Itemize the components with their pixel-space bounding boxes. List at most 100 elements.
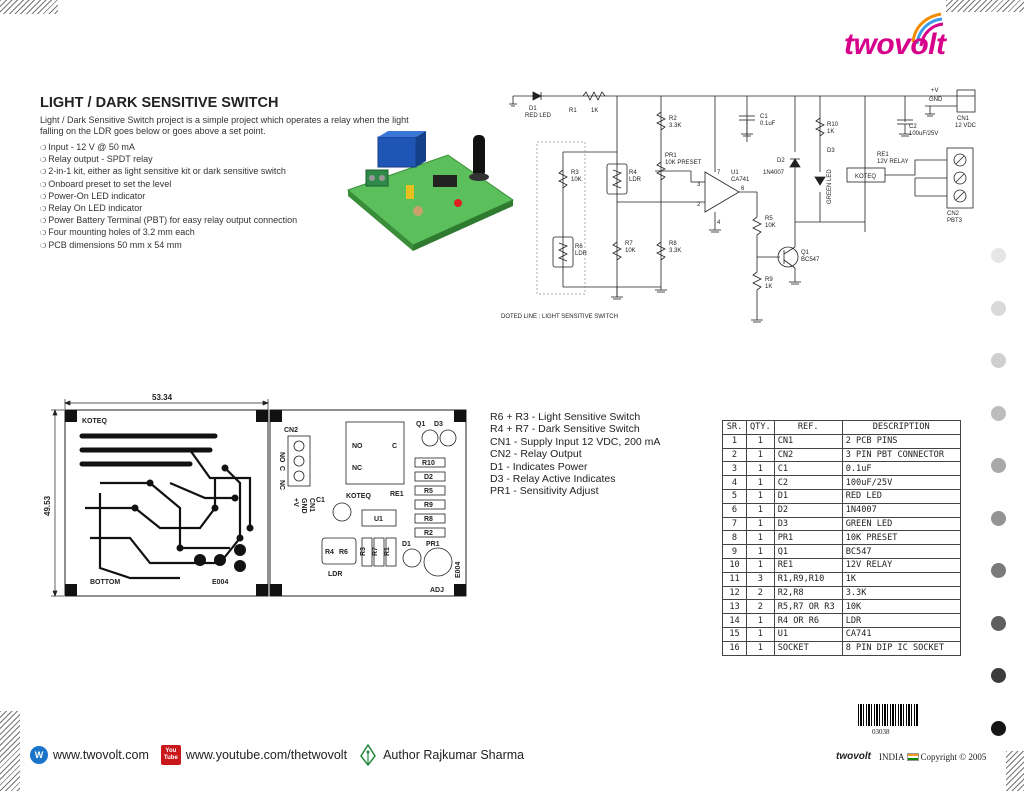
note-item: D3 - Relay Active Indicates bbox=[490, 473, 616, 486]
cell-sr: 15 bbox=[722, 626, 747, 642]
cell-ref: R1,R9,R10 bbox=[773, 571, 843, 587]
label-r2-value: 3.3K bbox=[669, 123, 681, 129]
pcb-r2-label: R2 bbox=[424, 530, 433, 537]
pcb-width-label: 53.34 bbox=[152, 393, 173, 402]
youtube-link[interactable]: www.youtube.com/thetwovolt bbox=[185, 748, 348, 762]
pcb-relay-nc: NC bbox=[352, 465, 362, 472]
intro-text: Light / Dark Sensitive Switch project is… bbox=[40, 115, 409, 136]
feature-list: Input - 12 V @ 50 mA Relay output - SPDT… bbox=[40, 142, 297, 252]
label-r9: R9 bbox=[765, 277, 773, 283]
pcb-r9-label: R9 bbox=[424, 502, 433, 509]
footer-youtube[interactable]: You Tube www.youtube.com/thetwovolt bbox=[160, 745, 348, 765]
cell-description: 12V RELAY bbox=[841, 557, 961, 573]
feature-item: 2-in-1 kit, either as light sensitive ki… bbox=[40, 166, 297, 178]
barcode bbox=[858, 704, 918, 726]
corner-hatch bbox=[0, 0, 58, 14]
cell-description: 8 PIN DIP IC SOCKET bbox=[841, 640, 961, 656]
pcb-ldr-label: LDR bbox=[328, 571, 342, 578]
note-item: R6 + R3 - Light Sensitive Switch bbox=[490, 411, 641, 423]
pcb-brand-bottom: KOTEQ bbox=[82, 418, 107, 425]
cell-qty: 1 bbox=[746, 626, 775, 642]
cell-qty: 2 bbox=[746, 599, 775, 615]
decorative-dot bbox=[991, 720, 1006, 736]
cell-ref: CN2 bbox=[773, 447, 843, 463]
cell-qty: 1 bbox=[746, 447, 775, 463]
cell-sr: 6 bbox=[722, 502, 747, 518]
header-description: DESCRIPTION bbox=[841, 420, 961, 435]
label-r10-value: 1K bbox=[827, 129, 834, 135]
cell-sr: 7 bbox=[722, 516, 747, 532]
corner-hatch bbox=[946, 0, 1024, 12]
label-c1-value: 0.1uF bbox=[760, 121, 776, 127]
label-pr1-value: 10K PRESET bbox=[665, 160, 702, 166]
label-pin3: 3 bbox=[697, 182, 701, 188]
pcb-c-label: C bbox=[278, 466, 285, 471]
cell-sr: 2 bbox=[722, 447, 747, 463]
footer-website[interactable]: W www.twovolt.com bbox=[30, 746, 149, 764]
label-r8: R8 bbox=[669, 241, 677, 247]
cell-qty: 1 bbox=[746, 461, 775, 477]
label-r4-value: LDR bbox=[629, 177, 642, 183]
pcb-code-bottom: E004 bbox=[212, 579, 228, 586]
pcb-d1-label: D1 bbox=[402, 541, 411, 548]
label-re1: RE1 bbox=[877, 152, 889, 158]
decorative-dot bbox=[991, 353, 1006, 368]
logo-swirl-icon bbox=[911, 12, 944, 47]
feature-item: Power Battery Terminal (PBT) for easy re… bbox=[40, 215, 297, 227]
cell-ref: D1 bbox=[773, 488, 843, 504]
cell-qty: 1 bbox=[746, 502, 775, 518]
label-pin2: 2 bbox=[697, 202, 701, 208]
cell-description: RED LED bbox=[841, 488, 961, 504]
youtube-icon-top: You bbox=[165, 748, 177, 754]
pcb-re1-label: RE1 bbox=[390, 491, 404, 498]
feature-item: Relay On LED indicator bbox=[40, 203, 297, 215]
decorative-dot bbox=[991, 510, 1006, 526]
schematic-caption: DOTED LINE : LIGHT SENSITIVE SWITCH bbox=[501, 314, 618, 320]
copyright-country: INDIA bbox=[879, 751, 905, 762]
decorative-dot bbox=[991, 668, 1006, 683]
cell-sr: 11 bbox=[722, 571, 747, 587]
feature-item: Onboard preset to set the level bbox=[40, 179, 297, 191]
label-pin6: 6 bbox=[741, 186, 745, 192]
cell-sr: 1 bbox=[722, 433, 747, 449]
label-pin4: 4 bbox=[717, 220, 721, 226]
cell-ref: D3 bbox=[773, 516, 843, 532]
cell-sr: 8 bbox=[722, 530, 747, 546]
label-u1-value: CA741 bbox=[731, 177, 750, 183]
label-pin7: 7 bbox=[717, 170, 721, 176]
note-item: R4 + R7 - Dark Sensitive Switch bbox=[490, 423, 640, 436]
pcb-r7-label: R7 bbox=[372, 547, 379, 556]
cell-sr: 9 bbox=[722, 544, 747, 559]
pcb-height-label: 49.53 bbox=[43, 495, 52, 516]
pcb-d3-label: D3 bbox=[434, 421, 443, 428]
pcb-r5-label: R5 bbox=[424, 488, 433, 495]
label-cn1: CN1 bbox=[957, 116, 970, 122]
pcb-relay-c: C bbox=[392, 443, 397, 450]
label-r7: R7 bbox=[625, 241, 633, 247]
label-d1-value: RED LED bbox=[525, 113, 552, 119]
cell-ref: C2 bbox=[773, 475, 843, 490]
decorative-dot bbox=[991, 563, 1006, 578]
cell-description: GREEN LED bbox=[841, 516, 961, 532]
note-item: CN2 - Relay Output bbox=[490, 448, 582, 461]
cell-sr: 14 bbox=[722, 613, 747, 628]
cell-ref: U1 bbox=[773, 626, 843, 642]
label-r8-value: 3.3K bbox=[669, 248, 681, 254]
label-re1-value: 12V RELAY bbox=[877, 159, 909, 165]
cell-qty: 1 bbox=[746, 613, 775, 628]
decorative-dot bbox=[991, 248, 1006, 263]
product-photo bbox=[347, 131, 515, 251]
copyright-text: Copyright © 2005 bbox=[920, 751, 987, 762]
label-pr1: PR1 bbox=[665, 153, 677, 159]
website-link[interactable]: www.twovolt.com bbox=[53, 748, 149, 762]
cell-description: BC547 bbox=[841, 544, 961, 559]
youtube-icon-bottom: Tube bbox=[163, 755, 178, 761]
